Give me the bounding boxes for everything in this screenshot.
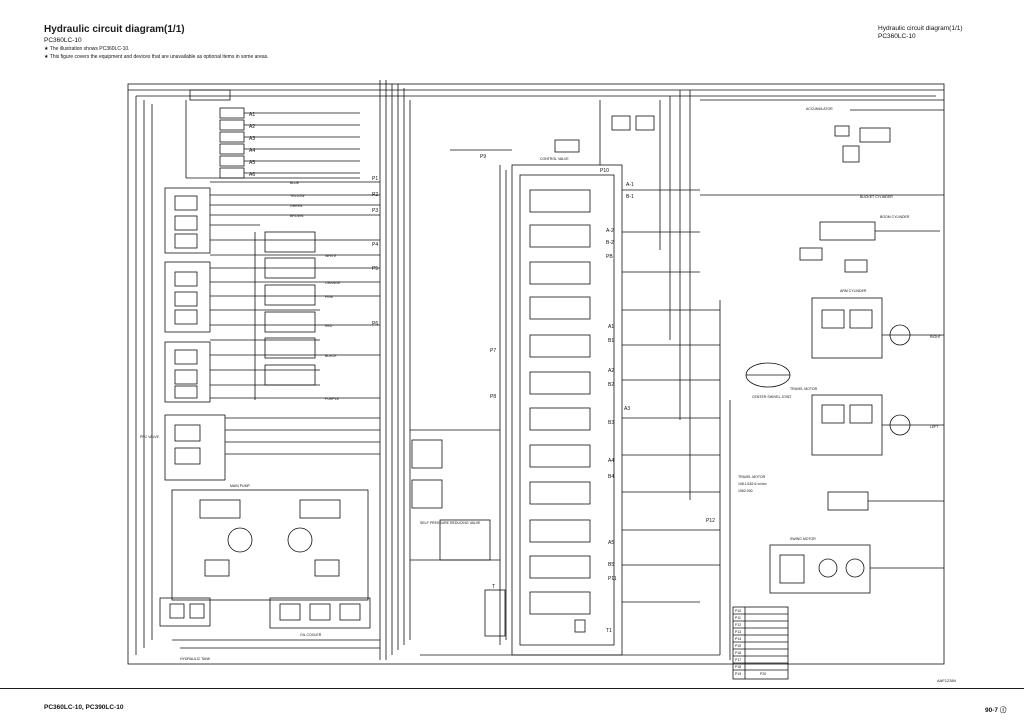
travel-ppc-valve	[164, 414, 226, 481]
valve-port-label: A-1	[626, 182, 634, 188]
wire-color-label: BLUE	[290, 181, 300, 185]
component-label: HYDRAULIC TANK	[180, 657, 211, 661]
valve-port-label: B3	[608, 420, 614, 426]
valve-port-label: B5	[608, 562, 614, 568]
legend-row: P16	[735, 651, 741, 655]
valve-port-label: P12	[706, 518, 715, 524]
travel-motor-block	[811, 394, 883, 456]
port-label: A3	[249, 136, 255, 142]
component-label: ACCUMULATOR	[806, 107, 833, 111]
component-label: SELF PRESSURE REDUCING VALVE	[420, 521, 481, 525]
boom-cylinder	[819, 221, 876, 241]
port-label: A5	[249, 160, 255, 166]
pilot-port-label: P5	[372, 266, 378, 272]
port-label: A2	[249, 124, 255, 130]
wire-color-label: PURPLE	[325, 397, 340, 401]
port-label: A6	[249, 172, 255, 178]
page-title: Hydraulic circuit diagram(1/1)	[44, 24, 185, 35]
ppc-valve-block	[164, 341, 211, 403]
motor-spec-line: 1962.000	[738, 489, 753, 493]
wire-color-label: YELLOW	[290, 194, 305, 198]
legend-row: P18	[735, 665, 741, 669]
valve-port-label: PB	[606, 254, 613, 260]
valve-port-label: A2	[608, 368, 614, 374]
control-valve	[511, 164, 623, 656]
component-label: SWING MOTOR	[790, 537, 816, 541]
component-label: BUCKET CYLINDER	[860, 195, 893, 199]
ppc-valve-block	[164, 187, 211, 254]
valve-port-label: B-2	[606, 240, 614, 246]
accumulator	[834, 125, 850, 137]
valve-port-label: A-2	[606, 228, 614, 234]
wire-color-label: BLACK	[325, 354, 337, 358]
valve-port-label: T	[492, 584, 495, 590]
note-illustration: ★ The illustration shows PC360LC-10.	[44, 46, 130, 52]
valve-port-label: B-1	[626, 194, 634, 200]
pilot-port-label: P6	[372, 321, 378, 327]
pilot-port-label: P3	[372, 208, 378, 214]
diagram-frame	[127, 83, 945, 665]
component-label: OIL COOLER	[300, 633, 322, 637]
arm-cylinder	[811, 297, 883, 359]
wire-color-label: ORANGE	[325, 281, 341, 285]
swing-motor-block	[769, 544, 871, 594]
right-title: Hydraulic circuit diagram(1/1)	[878, 25, 963, 32]
valve-port-label: T1	[606, 628, 612, 634]
pilot-port-label: P7	[490, 348, 496, 354]
port-label: A1	[249, 112, 255, 118]
port-label: A4	[249, 148, 255, 154]
motor-spec-line: 108.1/182.6 cc/rev	[738, 482, 767, 486]
pilot-port-label: P9	[480, 154, 486, 160]
wire-color-label: PINK	[325, 295, 334, 299]
legend-row: P17	[735, 658, 741, 662]
legend-row: P19	[735, 672, 741, 676]
component-label: PPC VALVE	[140, 435, 160, 439]
legend-table	[732, 606, 789, 680]
pilot-port-label: P10	[600, 168, 609, 174]
valve-port-label: P11	[608, 576, 617, 582]
valve-port-label: A5	[608, 540, 614, 546]
pilot-port-label: P2	[372, 192, 378, 198]
wire-color-label: RED	[325, 324, 333, 328]
pilot-port-label: P1	[372, 176, 378, 182]
wire-color-label: BROWN	[290, 214, 304, 218]
component-label: LEFT	[930, 425, 939, 429]
component-label: CONTROL VALVE	[540, 157, 569, 161]
legend-row: P14	[735, 637, 741, 641]
right-model: PC360LC-10	[878, 33, 916, 40]
main-pump-block	[171, 489, 369, 601]
wire-color-label: GREEN	[290, 204, 303, 208]
component-label: BOOM CYLINDER	[880, 215, 910, 219]
valve-port-label: A1	[608, 324, 614, 330]
wire-color-label: WHITE	[325, 254, 337, 258]
model-label: PC360LC-10	[44, 37, 82, 44]
ppc-valve-block	[164, 261, 211, 333]
drawing-code: AAF12384	[937, 678, 956, 683]
footer-models: PC360LC-10, PC390LC-10	[44, 704, 124, 711]
component-label: CENTER SWIVEL JOINT	[752, 395, 792, 399]
legend-row: P15	[735, 644, 741, 648]
component-label: ARM CYLINDER	[840, 289, 867, 293]
legend-row: P20	[760, 672, 766, 676]
component-label: RIGHT	[930, 335, 942, 339]
legend-row: P10	[735, 609, 741, 613]
motor-spec-line: TRAVEL MOTOR	[738, 475, 766, 479]
component-label: MAIN PUMP	[230, 484, 251, 488]
valve-port-label: A3	[624, 406, 630, 412]
legend-row: P13	[735, 630, 741, 634]
valve-port-label: B2	[608, 382, 614, 388]
valve-port-label: A4	[608, 458, 614, 464]
legend-row: P11	[735, 616, 741, 620]
valve-port-label: B4	[608, 474, 614, 480]
note-optional: ★ This figure covers the equipment and d…	[44, 54, 269, 60]
valve-port-label: B1	[608, 338, 614, 344]
footer-page-number: 90-7 ⓘ	[985, 707, 1007, 714]
legend-row: P12	[735, 623, 741, 627]
pilot-port-label: P4	[372, 242, 378, 248]
footer-rule	[0, 688, 1024, 689]
pilot-port-label: P8	[490, 394, 496, 400]
component-label: TRAVEL MOTOR	[790, 387, 818, 391]
